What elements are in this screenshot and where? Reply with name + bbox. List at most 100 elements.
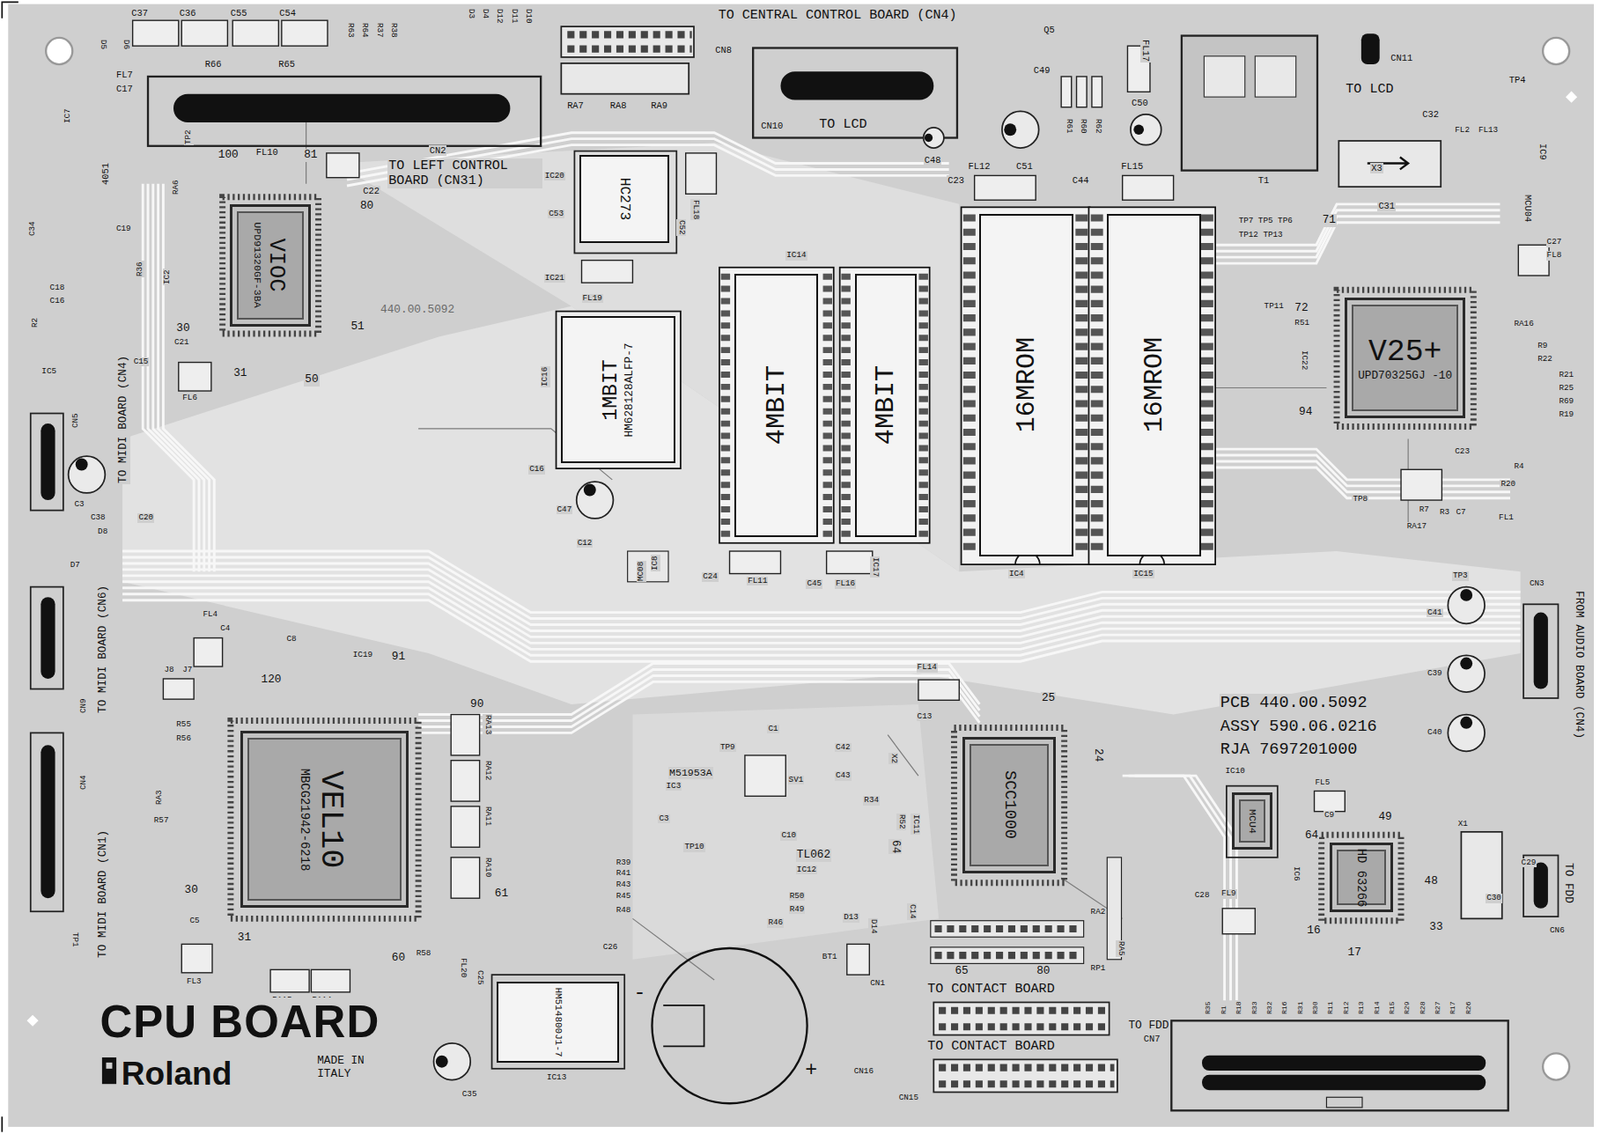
chip-name: VIOC — [263, 209, 289, 322]
silkscreen-label: C45 — [805, 579, 823, 590]
silkscreen-label: IC9 — [1537, 142, 1549, 162]
silkscreen-label: 30 — [184, 884, 200, 898]
silkscreen-label: CN11 — [1389, 52, 1414, 64]
silkscreen-label: C49 — [1032, 65, 1052, 76]
silkscreen-label: IC7 — [63, 108, 74, 126]
silkscreen-label: 61 — [494, 887, 509, 901]
silkscreen-label: R33 — [1250, 1000, 1259, 1016]
chip-name: HM514800J1-7 — [552, 987, 565, 1059]
silkscreen-label: C16 — [528, 464, 546, 475]
silkscreen-label: IC8 — [650, 554, 661, 572]
silkscreen-label: R7 — [1418, 505, 1431, 516]
chip-name: HC273 — [616, 160, 634, 238]
silkscreen-label: C29 — [1520, 858, 1538, 869]
silkscreen-label: C31 — [1377, 200, 1396, 212]
silkscreen-label: R30 — [1311, 1000, 1320, 1016]
silkscreen-label: R14 — [1372, 1000, 1381, 1016]
silkscreen-label: FL11 — [746, 576, 768, 587]
silkscreen-label: R19 — [1557, 410, 1575, 421]
silkscreen-label: IC15 — [1132, 569, 1154, 580]
chip-marking: HD 63266 — [1354, 847, 1369, 907]
silkscreen-label: IC19 — [352, 650, 374, 661]
silkscreen-label: BT1 — [821, 952, 839, 963]
silkscreen-label: IC11 — [911, 813, 922, 835]
silkscreen-label: D12 — [494, 7, 505, 25]
silkscreen-label: 51 — [349, 320, 365, 334]
silkscreen-label: R50 — [788, 892, 806, 902]
silkscreen-label: R13 — [1356, 1000, 1365, 1016]
silkscreen-label: C47 — [556, 505, 574, 516]
silkscreen-label: FL8 — [1546, 250, 1564, 261]
silkscreen-label: 4051 — [100, 162, 111, 186]
chip-marking: 1MBITHM628128ALFP-7 — [600, 321, 637, 458]
silkscreen-label: TO MIDI BOARD (CN4) — [117, 354, 131, 485]
silkscreen-label: FL13 — [1477, 125, 1499, 136]
silkscreen-label: IC17 — [870, 556, 880, 578]
chip-marking: MCU4 — [1246, 797, 1258, 845]
silkscreen-label: - — [632, 981, 647, 1006]
silkscreen-label: 65 — [953, 965, 969, 979]
silkscreen-label: C8 — [285, 634, 297, 645]
silkscreen-label: R43 — [615, 880, 633, 891]
silkscreen-label: C5 — [188, 916, 200, 927]
silkscreen-label: TP8 — [1351, 494, 1369, 505]
silkscreen-label: RA6 — [171, 179, 182, 197]
silkscreen-label: RA9 — [649, 100, 669, 111]
silkscreen-label: MADE IN ITALY — [316, 1054, 384, 1081]
silkscreen-label: IC16 — [540, 366, 551, 388]
silkscreen-label: FL3 — [185, 977, 203, 988]
silkscreen-label: 71 — [1321, 213, 1337, 228]
silkscreen-label: C12 — [576, 538, 594, 549]
silkscreen-label: CN15 — [898, 1093, 920, 1104]
silkscreen-label: CN16 — [853, 1067, 875, 1077]
silkscreen-label: 31 — [232, 367, 248, 381]
silkscreen-label: R61 — [1063, 117, 1074, 135]
chip-marking: VIOCUPD91320GF-3BA — [251, 209, 290, 322]
silkscreen-label: C43 — [834, 771, 852, 782]
silkscreen-label: R34 — [862, 796, 880, 806]
silkscreen-label: TP3 — [1452, 571, 1469, 582]
silkscreen-label: RA7 — [566, 100, 585, 111]
silkscreen-label: FL9 — [1220, 889, 1238, 900]
ic-chip: HD 63266 — [1329, 842, 1394, 913]
silkscreen-label: TP4 — [1508, 74, 1527, 86]
silkscreen-label: C17 — [115, 83, 134, 95]
chip-marking: V25+UPD70325GJ -10 — [1349, 333, 1460, 383]
chip-name: MCU4 — [1246, 797, 1258, 845]
silkscreen-label: C55 — [229, 7, 249, 19]
silkscreen-label: C42 — [834, 743, 852, 753]
silkscreen-label: RA2 — [1090, 907, 1107, 918]
silkscreen-label: D7 — [69, 560, 82, 571]
silkscreen-label: C1 — [766, 724, 779, 735]
silkscreen-label: C53 — [547, 209, 565, 220]
silkscreen-label: FL15 — [1120, 161, 1144, 172]
silkscreen-label: C44 — [1071, 175, 1091, 186]
silkscreen-label: X2 — [888, 752, 899, 765]
silkscreen-label: FL14 — [916, 663, 938, 673]
silkscreen-label: RA11 — [482, 805, 493, 827]
silkscreen-label: 16 — [1305, 924, 1321, 938]
silkscreen-label: D5 — [97, 38, 108, 51]
silkscreen-label: IC22 — [1298, 349, 1309, 371]
silkscreen-label: CN5 — [71, 412, 82, 429]
ic-chip: MCU4 — [1231, 792, 1273, 850]
silkscreen-label: MCU04 — [1522, 193, 1534, 223]
silkscreen-label: FL2 — [1453, 125, 1471, 136]
silkscreen-label: C54 — [278, 7, 297, 19]
silkscreen-label: FL20 — [457, 957, 468, 979]
silkscreen-label: C32 — [1421, 109, 1440, 120]
chip-name: 4MBIT — [870, 279, 901, 532]
silkscreen-label: 30 — [175, 322, 191, 336]
silkscreen-label: R21 — [1557, 370, 1575, 381]
silkscreen-label: TO LCD — [1344, 81, 1394, 97]
chip-name: 16MROM — [1138, 219, 1170, 551]
silkscreen-label: R22 — [1536, 354, 1554, 365]
silkscreen-label: FL10 — [255, 147, 280, 158]
silkscreen-label: R27 — [1433, 1000, 1442, 1016]
silkscreen-label: R55 — [175, 720, 192, 730]
memory-chip: 1MBITHM628128ALFP-7 — [560, 316, 676, 464]
silkscreen-label: C38 — [89, 513, 107, 524]
silkscreen-label: R52 — [896, 813, 907, 831]
silkscreen-label: IC4 — [1008, 569, 1025, 580]
silkscreen-label: TP10 — [683, 842, 705, 853]
